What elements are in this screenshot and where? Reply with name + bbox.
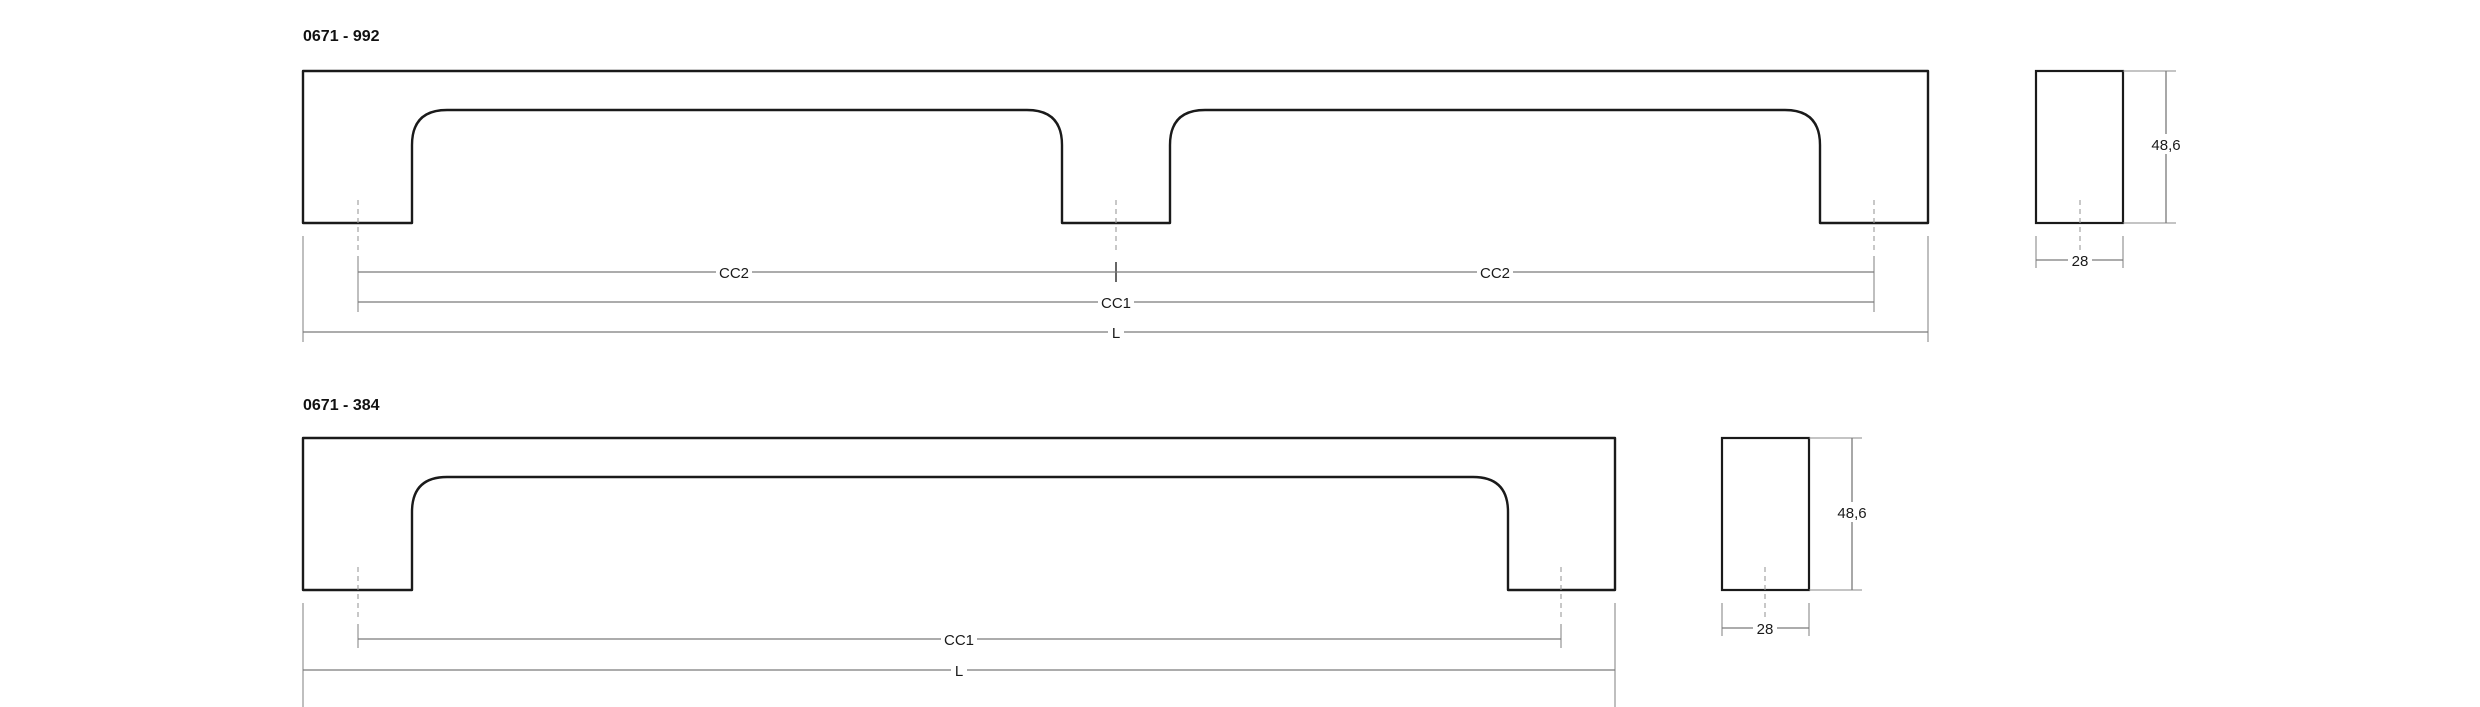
cross-section: 48,6 28 [2034,69,2190,270]
dimension-label-width: 28 [1757,621,1774,638]
dimension-label-height: 48,6 [2151,137,2180,154]
drawing-0671-384: 0671 - 384 CC1 L 48,6 28 [301,397,1876,707]
dimension-label-cc1: CC1 [1101,295,1131,312]
dimension-label-cc2: CC2 [1480,265,1510,282]
product-code: 0671 - 992 [303,28,380,45]
dimension-label-length: L [955,663,963,680]
dimension-label-cc1: CC1 [944,632,974,649]
dimension-label-length: L [1112,325,1120,342]
dimension-label-cc2: CC2 [719,265,749,282]
handle-profile-front-view [301,436,1617,592]
cross-section: 48,6 28 [1720,436,1876,638]
dimension-label-width: 28 [2072,253,2089,270]
handle-profile-front-view [301,69,1930,225]
dimension-label-height: 48,6 [1837,505,1866,522]
drawing-0671-992: 0671 - 992 CC2 CC2 CC1 L [301,28,2190,342]
product-code: 0671 - 384 [303,397,380,414]
